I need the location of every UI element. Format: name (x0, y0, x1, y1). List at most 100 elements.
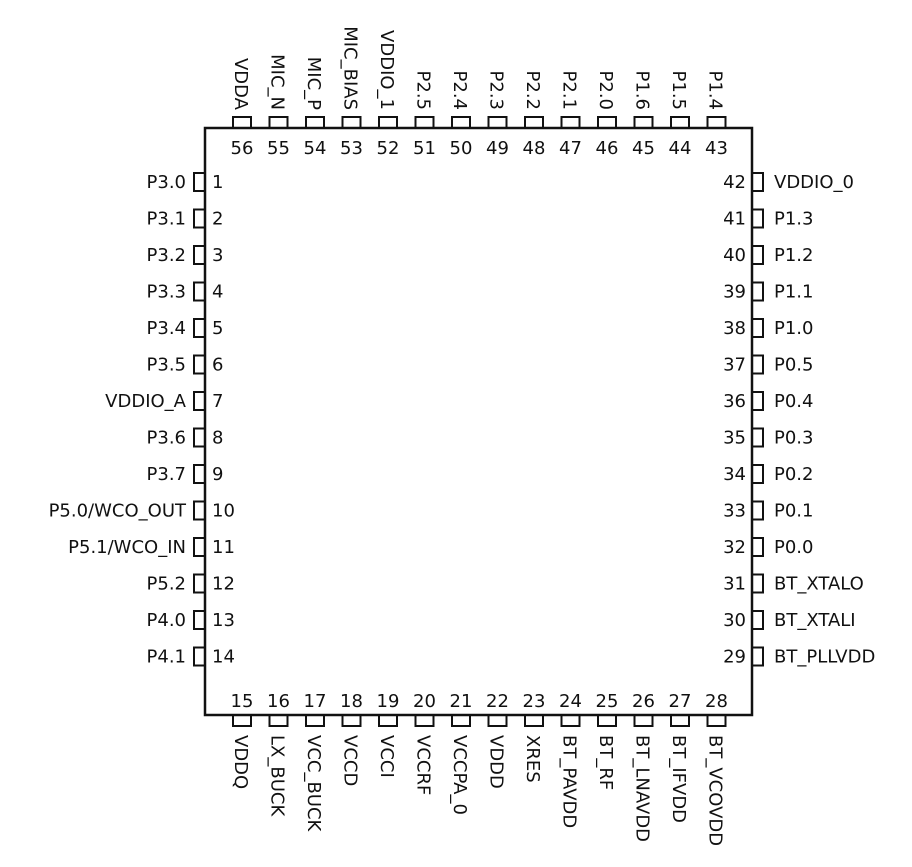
pin-pad-11 (193, 537, 206, 557)
pin-number-23: 23 (523, 691, 546, 712)
pin-number-13: 13 (212, 610, 235, 631)
pin-pad-54 (305, 116, 325, 129)
pin-name-23: XRES (522, 735, 543, 783)
pin-pad-29 (751, 646, 764, 667)
pin-pad-21 (451, 714, 471, 727)
pin-number-28: 28 (705, 691, 728, 712)
pin-number-46: 46 (596, 138, 619, 159)
pin-name-25: BT_RF (595, 735, 616, 790)
pin-number-53: 53 (340, 138, 363, 159)
pin-number-18: 18 (340, 691, 363, 712)
pin-number-33: 33 (723, 501, 746, 522)
pin-name-7: VDDIO_A (105, 391, 187, 412)
pin-pad-47 (560, 116, 581, 129)
pin-name-3: P3.2 (147, 245, 186, 266)
pin-name-18: VCCD (340, 735, 361, 786)
pin-pad-32 (751, 537, 764, 557)
pin-name-16: LX_BUCK (267, 735, 288, 817)
pin-number-21: 21 (450, 691, 473, 712)
pin-name-42: VDDIO_0 (774, 172, 854, 193)
pin-number-41: 41 (723, 209, 746, 230)
pin-pad-35 (751, 427, 764, 448)
pin-name-27: BT_IFVDD (668, 735, 689, 823)
pin-pad-16 (268, 714, 289, 727)
pin-name-51: P2.5 (413, 71, 434, 110)
pin-number-36: 36 (723, 391, 746, 412)
pin-number-39: 39 (723, 282, 746, 303)
pin-name-54: MIC_P (303, 57, 324, 110)
pin-number-2: 2 (212, 209, 223, 230)
pin-pad-7 (193, 391, 206, 411)
pin-pad-17 (305, 714, 325, 727)
pin-name-39: P1.1 (774, 282, 813, 303)
pin-pad-6 (193, 354, 206, 375)
pin-pad-37 (751, 354, 764, 375)
pin-name-6: P3.5 (147, 355, 186, 376)
pin-pad-48 (524, 116, 544, 129)
pin-name-22: VDDD (486, 735, 507, 789)
pin-number-5: 5 (212, 318, 223, 339)
pin-pad-10 (193, 500, 206, 521)
chip-body (203, 126, 754, 717)
pin-name-46: P2.0 (595, 71, 616, 110)
pin-number-24: 24 (559, 691, 582, 712)
pin-pad-56 (232, 116, 252, 129)
pin-pad-53 (341, 116, 362, 129)
pin-name-24: BT_PAVDD (559, 735, 580, 828)
pin-pad-40 (751, 245, 764, 265)
pin-name-50: P2.4 (449, 71, 470, 110)
pin-name-30: BT_XTALI (774, 610, 856, 631)
pin-pad-26 (633, 714, 654, 727)
pin-pad-20 (414, 714, 435, 727)
pin-pad-39 (751, 281, 764, 302)
pin-name-5: P3.4 (147, 318, 186, 339)
pin-number-12: 12 (212, 574, 235, 595)
pin-number-54: 54 (304, 138, 327, 159)
pin-name-17: VCC_BUCK (303, 735, 324, 833)
pin-number-17: 17 (304, 691, 327, 712)
pin-pad-22 (487, 714, 508, 727)
pin-number-6: 6 (212, 355, 223, 376)
pin-number-8: 8 (212, 428, 223, 449)
pin-number-49: 49 (486, 138, 509, 159)
pin-number-45: 45 (632, 138, 655, 159)
pin-name-2: P3.1 (147, 209, 186, 230)
pin-name-28: BT_VCOVDD (705, 735, 726, 846)
pin-name-13: P4.0 (147, 610, 186, 631)
pin-pad-18 (341, 714, 362, 727)
pin-name-43: P1.4 (705, 71, 726, 110)
pin-name-38: P1.0 (774, 318, 813, 339)
pin-name-36: P0.4 (774, 391, 813, 412)
pin-name-32: P0.0 (774, 537, 813, 558)
pin-pad-12 (193, 573, 206, 594)
pin-number-22: 22 (486, 691, 509, 712)
pin-number-38: 38 (723, 318, 746, 339)
pin-number-30: 30 (723, 610, 746, 631)
pin-pad-24 (560, 714, 581, 727)
pin-number-48: 48 (523, 138, 546, 159)
pin-number-56: 56 (231, 138, 254, 159)
pin-pad-3 (193, 245, 206, 265)
pin-pad-38 (751, 318, 764, 338)
pin-pad-43 (706, 116, 727, 129)
pin-pad-27 (670, 714, 690, 727)
pin-name-14: P4.1 (147, 647, 186, 668)
pin-pad-1 (193, 172, 206, 192)
pin-name-47: P2.1 (559, 71, 580, 110)
pin-number-10: 10 (212, 501, 235, 522)
pin-pad-2 (193, 208, 206, 229)
pin-name-11: P5.1/WCO_IN (68, 537, 186, 558)
pin-pad-55 (268, 116, 289, 129)
pin-name-26: BT_LNAVDD (632, 735, 653, 842)
pin-pad-28 (706, 714, 727, 727)
pin-number-16: 16 (267, 691, 290, 712)
pin-name-12: P5.2 (147, 574, 186, 595)
pin-pad-36 (751, 391, 764, 411)
pin-name-20: VCCRF (413, 735, 434, 795)
pin-name-34: P0.2 (774, 464, 813, 485)
pin-name-10: P5.0/WCO_OUT (49, 501, 187, 522)
pin-number-34: 34 (723, 464, 746, 485)
pin-name-41: P1.3 (774, 209, 813, 230)
pin-pad-4 (193, 281, 206, 302)
pin-pad-52 (378, 116, 398, 129)
